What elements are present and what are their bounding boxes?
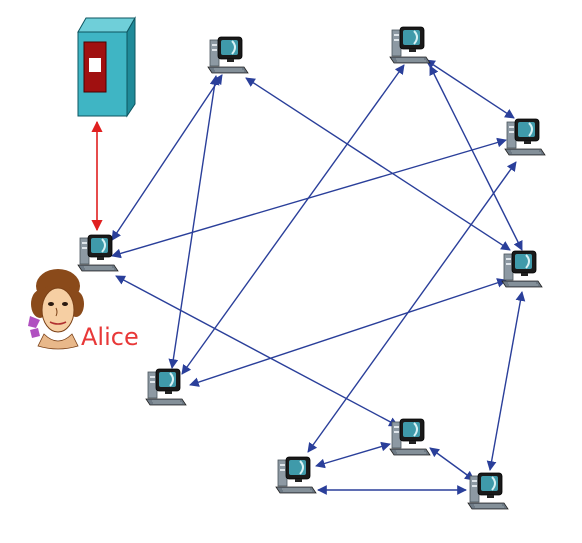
link-bottomcenter-bottomright <box>429 447 475 481</box>
link-topleft-leftlower <box>168 75 220 369</box>
link-topleft-rightmiddle <box>245 77 511 251</box>
computer-icon <box>145 368 187 406</box>
computer-icon <box>389 26 431 64</box>
computer-icon <box>504 118 546 156</box>
computer-icon <box>501 250 543 288</box>
server-icon <box>77 16 136 118</box>
link-rightupper-bottomleft <box>307 161 517 453</box>
computer-icon <box>389 418 431 456</box>
computer-icon <box>467 472 509 510</box>
computer-icon <box>275 456 317 494</box>
computer-icon <box>207 36 249 74</box>
link-topmiddle-rightupper <box>425 59 515 119</box>
link-rightupper-alice <box>111 137 507 259</box>
alice-label: Alice <box>81 323 139 351</box>
link-alice-bottomcenter <box>115 275 399 427</box>
link-rightmiddle-bottomright <box>486 291 526 471</box>
link-bottomleft-bottomcenter <box>315 441 391 469</box>
alice-icon <box>28 269 84 350</box>
peer-links <box>111 59 526 495</box>
computer-icon <box>77 234 119 272</box>
link-topmiddle-leftlower <box>181 64 405 375</box>
